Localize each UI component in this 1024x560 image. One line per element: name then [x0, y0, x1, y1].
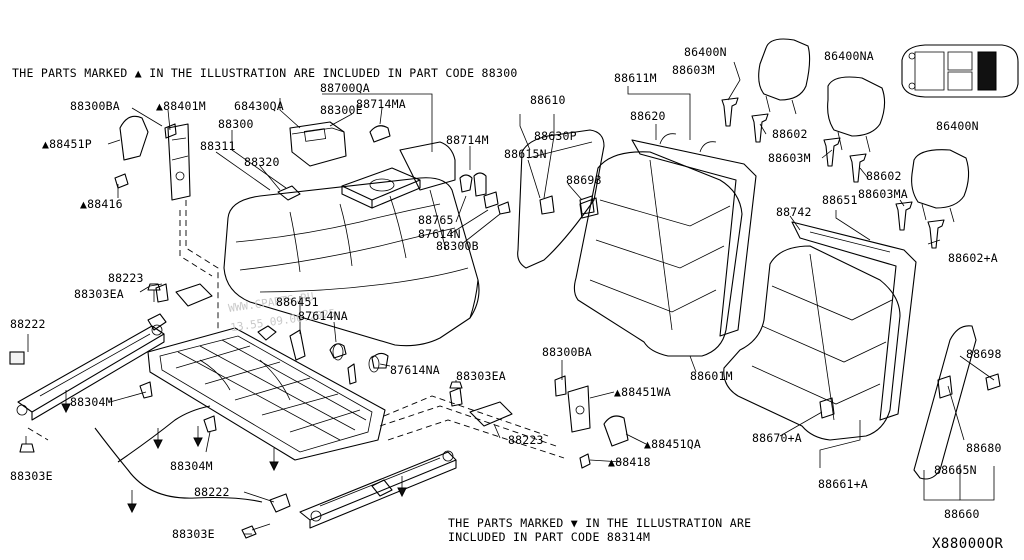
- top-note: THE PARTS MARKED ▲ IN THE ILLUSTRATION A…: [12, 66, 518, 80]
- callout-88451WA[interactable]: ▲88451WA: [614, 385, 671, 399]
- callout-88304M-a[interactable]: 88304M: [70, 395, 113, 409]
- side-trim-right: [913, 325, 1001, 480]
- seat-cushion: [223, 121, 480, 347]
- callout-87614N[interactable]: 87614N: [418, 227, 461, 241]
- hinge-bracket-left: [114, 115, 191, 201]
- callout-87614NA-a[interactable]: 87614NA: [298, 309, 348, 323]
- callout-88602A[interactable]: 88602+A: [948, 251, 998, 265]
- callout-88698-left[interactable]: 88698: [566, 173, 602, 187]
- bottom-note-line1: THE PARTS MARKED ▼ IN THE ILLUSTRATION A…: [448, 516, 752, 530]
- callout-88698-right[interactable]: 88698: [966, 347, 1002, 361]
- callout-88303E-left[interactable]: 88303E: [10, 469, 53, 483]
- callout-88714M[interactable]: 88714M: [446, 133, 489, 147]
- callout-88300[interactable]: 88300: [218, 117, 254, 131]
- callout-88222-left[interactable]: 88222: [10, 317, 46, 331]
- callout-88303EA-top[interactable]: 88303EA: [74, 287, 124, 301]
- callout-88416[interactable]: ▲88416: [80, 197, 123, 211]
- callout-88700QA[interactable]: 88700QA: [320, 81, 370, 95]
- bottom-note-line2: INCLUDED IN PART CODE 88314M: [448, 530, 651, 544]
- callout-88602-a[interactable]: 88602: [772, 127, 808, 141]
- headrests: [758, 38, 970, 223]
- seatback-center: [573, 133, 757, 357]
- callout-88602-b[interactable]: 88602: [866, 169, 902, 183]
- callout-86400N-left[interactable]: 86400N: [684, 45, 727, 59]
- left-seat-rail: [9, 313, 167, 421]
- callout-88303E-bottom[interactable]: 88303E: [172, 527, 215, 541]
- marker-arrows: [61, 390, 407, 514]
- callout-88603M-mid[interactable]: 88603M: [768, 151, 811, 165]
- callout-87614NA-b[interactable]: 87614NA: [390, 363, 440, 377]
- callout-88451QA[interactable]: ▲88451QA: [644, 437, 701, 451]
- callout-88603M-top[interactable]: 88603M: [672, 63, 715, 77]
- callout-88714MA[interactable]: 88714MA: [356, 97, 406, 111]
- callout-88630P[interactable]: 88630P: [534, 129, 577, 143]
- cushion-frame: [147, 325, 389, 461]
- callout-88320[interactable]: 88320: [244, 155, 280, 169]
- bolts: [19, 283, 463, 539]
- callout-88451P[interactable]: ▲88451P: [42, 137, 92, 151]
- leader-lines: [25, 61, 995, 535]
- callout-88223-top[interactable]: 88223: [108, 271, 144, 285]
- callout-88401M[interactable]: ▲88401M: [156, 99, 206, 113]
- headrest-guides: [721, 97, 945, 249]
- callout-68430QA[interactable]: 68430QA: [234, 99, 284, 113]
- callout-88418[interactable]: ▲88418: [608, 455, 651, 469]
- callout-86400N-right[interactable]: 86400N: [936, 119, 979, 133]
- callout-88223-mid[interactable]: 88223: [508, 433, 544, 447]
- callout-88680[interactable]: 88680: [966, 441, 1002, 455]
- callout-88670A[interactable]: 88670+A: [752, 431, 802, 445]
- callout-88660[interactable]: 88660: [944, 507, 980, 521]
- diagram-code: X88000OR: [932, 536, 1004, 552]
- callout-88304M-b[interactable]: 88304M: [170, 459, 213, 473]
- callout-88303EA-mid[interactable]: 88303EA: [456, 369, 506, 383]
- callout-88610[interactable]: 88610: [530, 93, 566, 107]
- callout-88603MA[interactable]: 88603MA: [858, 187, 908, 201]
- callout-88651[interactable]: 88651: [822, 193, 858, 207]
- small-parts-left: [155, 172, 513, 427]
- callout-886451[interactable]: 886451: [276, 295, 319, 309]
- callout-88765[interactable]: 88765: [418, 213, 454, 227]
- seat-side-panel: [517, 129, 605, 269]
- callout-88311[interactable]: 88311: [200, 139, 236, 153]
- callout-88615N[interactable]: 88615N: [504, 147, 547, 161]
- callout-88742[interactable]: 88742: [776, 205, 812, 219]
- seatback-right: [723, 221, 917, 441]
- vehicle-position-icon: [901, 44, 1019, 98]
- callout-88665N[interactable]: 88665N: [934, 463, 977, 477]
- callout-88222-bottom[interactable]: 88222: [194, 485, 230, 499]
- callout-88300E[interactable]: 88300E: [320, 103, 363, 117]
- callout-88601M[interactable]: 88601M: [690, 369, 733, 383]
- callout-88620[interactable]: 88620: [630, 109, 666, 123]
- callout-88300BA[interactable]: 88300BA: [70, 99, 120, 113]
- reference-lines: [27, 200, 565, 459]
- callout-88661A[interactable]: 88661+A: [818, 477, 868, 491]
- callout-88300BA-mid[interactable]: 88300BA: [542, 345, 592, 359]
- hinge-bracket-center: [554, 375, 629, 469]
- callout-86400NA[interactable]: 86400NA: [824, 49, 874, 63]
- release-cable: [94, 381, 263, 503]
- callout-88611M[interactable]: 88611M: [614, 71, 657, 85]
- callout-88300B[interactable]: 88300B: [436, 239, 479, 253]
- bottom-seat-rail: [269, 450, 457, 529]
